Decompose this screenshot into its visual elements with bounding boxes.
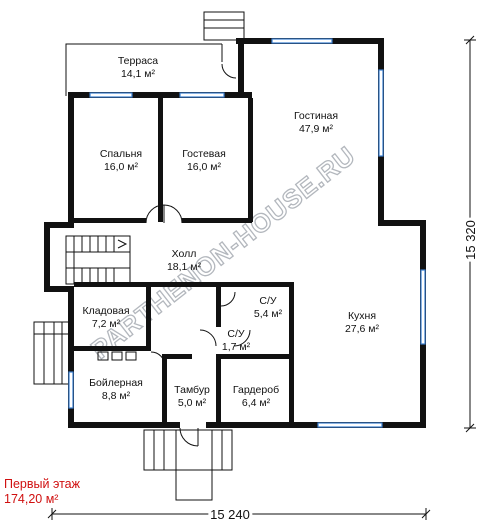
entrance-porch [175, 429, 213, 501]
room-wardrobe-name: Гардероб [233, 384, 279, 396]
top-steps [203, 11, 245, 41]
room-hall-area: 18,1 м² [167, 261, 202, 273]
room-bedroom-name: Спальня [100, 148, 142, 160]
dimension-width [47, 508, 431, 520]
terrace-outline [65, 43, 223, 96]
room-wc2-name: С/У [227, 328, 245, 340]
room-living-area: 47,9 м² [299, 123, 334, 135]
floor-title: Первый этаж [4, 477, 81, 491]
room-storage-name: Кладовая [82, 305, 129, 317]
room-wardrobe-area: 6,4 м² [242, 397, 271, 409]
room-kitchen-area: 27,6 м² [345, 323, 380, 335]
room-boiler-name: Бойлерная [89, 377, 143, 389]
room-living-name: Гостиная [294, 110, 338, 122]
room-boiler-area: 8,8 м² [102, 390, 131, 402]
room-kitchen-name: Кухня [348, 310, 376, 322]
doors [145, 63, 251, 447]
boiler-equipment [97, 351, 137, 361]
room-wc1-area: 5,4 м² [254, 308, 283, 320]
room-guest-name: Гостевая [182, 148, 226, 160]
room-storage-area: 7,2 м² [92, 318, 121, 330]
windows [68, 38, 426, 428]
left-steps [33, 321, 71, 385]
exterior-steps [33, 11, 245, 501]
room-hall-name: Холл [172, 248, 197, 260]
bottom-steps [143, 429, 233, 471]
room-wc2-area: 1,7 м² [222, 341, 251, 353]
room-terrace-area: 14,1 м² [121, 68, 156, 80]
room-bedroom-area: 16,0 м² [104, 161, 139, 173]
room-guest-area: 16,0 м² [187, 161, 222, 173]
room-labels: Терраса 14,1 м² Гостиная 47,9 м² Спальня… [82, 55, 379, 409]
dimension-width-label: 15 240 [210, 507, 250, 522]
room-vestibule-name: Тамбур [174, 384, 210, 396]
dimension-height-label: 15 320 [463, 220, 478, 260]
floor-area: 174,20 м² [4, 492, 58, 506]
room-wc1-name: С/У [259, 295, 277, 307]
room-vestibule-area: 5,0 м² [178, 397, 207, 409]
dimension-height [464, 35, 476, 433]
room-terrace-name: Терраса [118, 55, 158, 67]
